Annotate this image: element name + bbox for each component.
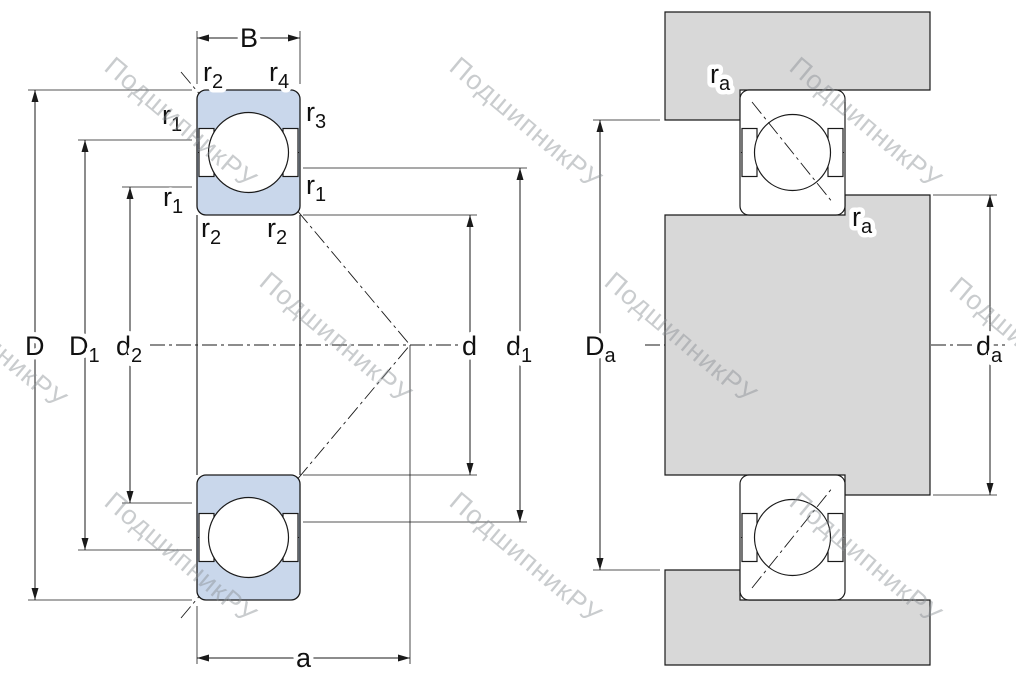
dim-label-Da: Da bbox=[585, 331, 617, 367]
fillet-label-r2-top-left: r2 bbox=[203, 57, 223, 93]
fillet-label-r3-right: r3 bbox=[306, 97, 326, 133]
right-view-mounted-bearing: Da da ra ra bbox=[581, 11, 1008, 666]
dim-label-B: B bbox=[240, 23, 258, 53]
fillet-label-r1-right: r1 bbox=[306, 170, 326, 206]
housing-bottom-section bbox=[664, 569, 931, 666]
housing-top-section bbox=[664, 11, 931, 121]
dim-label-da: da bbox=[976, 331, 1003, 367]
fillet-label-r2-bottom-left: r2 bbox=[201, 213, 221, 249]
dim-label-D: D bbox=[25, 331, 45, 361]
watermark: ПодшипникРУ bbox=[444, 51, 608, 195]
ball-bottom bbox=[207, 496, 290, 579]
contact-angle-line-top bbox=[751, 101, 834, 204]
dim-label-d: d bbox=[462, 331, 477, 361]
watermark: ПодшипникРУ bbox=[254, 266, 418, 410]
dim-label-d2: d2 bbox=[116, 331, 142, 367]
ball-top bbox=[207, 111, 290, 194]
watermark: ПодшипникРУ bbox=[444, 486, 608, 630]
fillet-label-r4-top-right: r4 bbox=[269, 57, 289, 93]
dim-label-D1: D1 bbox=[69, 331, 100, 367]
dim-label-a: a bbox=[296, 643, 312, 673]
fillet-label-r1-left-upper: r1 bbox=[162, 100, 182, 136]
dim-label-d1: d1 bbox=[506, 331, 532, 367]
left-view-bearing-cross-section: B D D1 d2 d d1 a r2 r4 r1 r3 r1 r1 r2 r2 bbox=[21, 19, 537, 678]
contact-angle-line-bottom bbox=[751, 486, 834, 589]
fillet-label-r2-bottom-right: r2 bbox=[267, 213, 287, 249]
